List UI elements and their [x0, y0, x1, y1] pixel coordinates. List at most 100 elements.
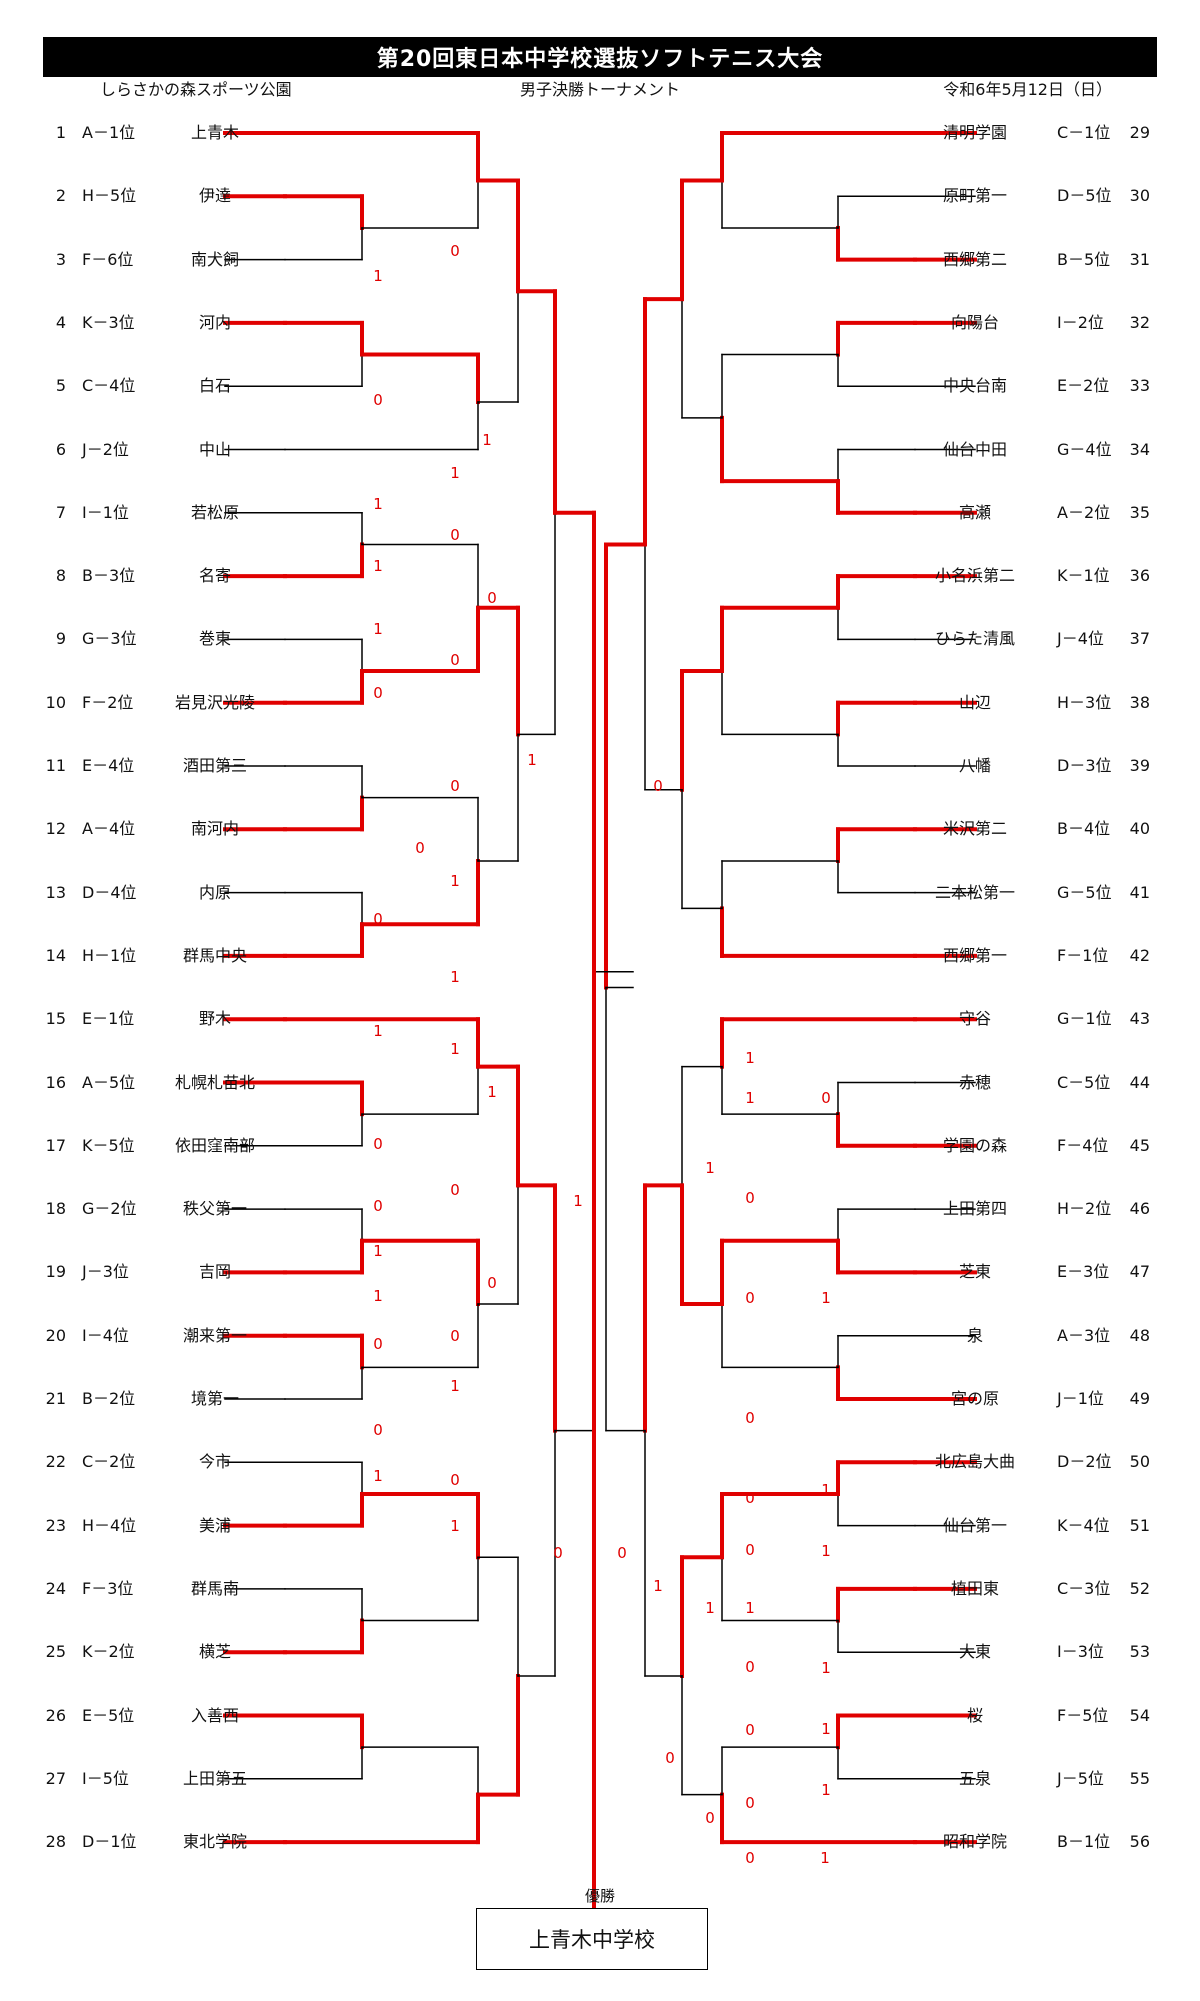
- entry-team: 入善西: [190, 1705, 239, 1725]
- match-score: 1: [821, 1781, 831, 1799]
- entry-team: 植田東: [950, 1578, 999, 1598]
- entry-team: 仙台第一: [942, 1515, 1007, 1535]
- entry-seed: B－2位: [82, 1389, 136, 1408]
- entry-team: 秩父第一: [182, 1199, 247, 1219]
- entry-number: 30: [1129, 186, 1150, 206]
- entry-seed: K－2位: [82, 1642, 135, 1662]
- entry-seed: A－2位: [1057, 502, 1111, 522]
- entry-number: 2: [55, 186, 66, 206]
- entry-seed: K－1位: [1057, 566, 1110, 586]
- entry-seed: C－3位: [1057, 1578, 1111, 1598]
- entry-seed: C－5位: [1057, 1072, 1111, 1092]
- match-score: 0: [450, 1181, 460, 1199]
- entry-number: 3: [55, 249, 66, 269]
- entry-seed: H－4位: [82, 1515, 137, 1535]
- entry-seed: F－5位: [1057, 1705, 1109, 1725]
- entry-number: 16: [45, 1072, 66, 1092]
- match-score: 0: [745, 1849, 755, 1867]
- entry-seed: F－1位: [1057, 945, 1109, 965]
- entry-number: 54: [1129, 1705, 1150, 1725]
- entry-team: 小名浜第二: [934, 566, 1015, 586]
- entry-team: 学園の森: [942, 1135, 1007, 1155]
- entry-team: 境第一: [190, 1389, 239, 1408]
- entry-seed: E－1位: [82, 1009, 135, 1029]
- entry-number: 52: [1129, 1578, 1150, 1598]
- entry-number: 23: [45, 1515, 66, 1535]
- entry-number: 13: [45, 882, 66, 902]
- entry-seed: A－5位: [82, 1072, 136, 1092]
- match-score: 0: [373, 1335, 383, 1353]
- entry-number: 47: [1129, 1262, 1150, 1282]
- match-score: 0: [617, 1544, 627, 1562]
- entry-seed: C－4位: [82, 376, 136, 396]
- entry-seed: F－3位: [82, 1578, 134, 1598]
- match-score: 1: [821, 1542, 831, 1560]
- entry-team: 吉岡: [198, 1262, 231, 1282]
- entry-team: 美浦: [198, 1515, 231, 1535]
- entry-seed: D－5位: [1057, 186, 1112, 206]
- entry-team: 仙台中田: [942, 439, 1007, 459]
- entry-team: 泉: [966, 1325, 983, 1345]
- entry-team: 若松原: [190, 502, 239, 522]
- entry-team: 芝東: [958, 1262, 991, 1282]
- entry-team: 横芝: [198, 1642, 231, 1662]
- match-score: 0: [745, 1541, 755, 1559]
- venue-label: しらさかの森スポーツ公園: [100, 80, 292, 99]
- entry-team: 宮の原: [950, 1389, 999, 1408]
- entry-number: 37: [1129, 629, 1150, 649]
- entry-number: 5: [55, 376, 66, 396]
- entry-team: 巻東: [198, 629, 231, 649]
- entry-seed: A－4位: [82, 819, 136, 839]
- winner-label: 優勝: [584, 1887, 615, 1905]
- entry-team: 上田第五: [182, 1768, 247, 1788]
- match-score: 1: [373, 495, 383, 513]
- match-score: 0: [373, 1197, 383, 1215]
- entry-number: 53: [1129, 1642, 1150, 1662]
- entry-seed: G－4位: [1057, 439, 1112, 459]
- entry-team: 上田第四: [942, 1199, 1007, 1219]
- entry-number: 19: [45, 1262, 66, 1282]
- match-score: 0: [373, 1135, 383, 1153]
- entry-number: 11: [45, 756, 66, 775]
- entry-seed: B－1位: [1057, 1832, 1111, 1852]
- match-score: 1: [821, 1720, 831, 1738]
- entry-number: 55: [1129, 1768, 1150, 1788]
- entry-number: 31: [1129, 249, 1150, 269]
- entry-seed: H－1位: [82, 945, 137, 965]
- match-score: 1: [527, 751, 537, 769]
- champion-name: 上青木中学校: [529, 1928, 655, 1952]
- entry-team: 高瀬: [958, 502, 991, 522]
- entry-seed: I－5位: [82, 1768, 129, 1788]
- match-score: 1: [450, 464, 460, 482]
- entry-number: 50: [1129, 1452, 1150, 1472]
- entry-seed: I－1位: [82, 502, 129, 522]
- match-score: 0: [705, 1809, 715, 1827]
- entry-seed: D－2位: [1057, 1452, 1112, 1472]
- match-score: 0: [745, 1794, 755, 1812]
- match-score: 0: [745, 1489, 755, 1507]
- entry-number: 41: [1129, 882, 1150, 902]
- entry-seed: B－3位: [82, 566, 136, 586]
- page-title: 第20回東日本中学校選抜ソフトテニス大会: [43, 37, 1157, 77]
- entry-number: 25: [45, 1642, 66, 1662]
- entry-number: 42: [1129, 945, 1150, 965]
- match-score: 0: [373, 391, 383, 409]
- entry-number: 22: [45, 1452, 66, 1472]
- entry-number: 18: [45, 1199, 66, 1219]
- entry-seed: I－3位: [1057, 1642, 1104, 1662]
